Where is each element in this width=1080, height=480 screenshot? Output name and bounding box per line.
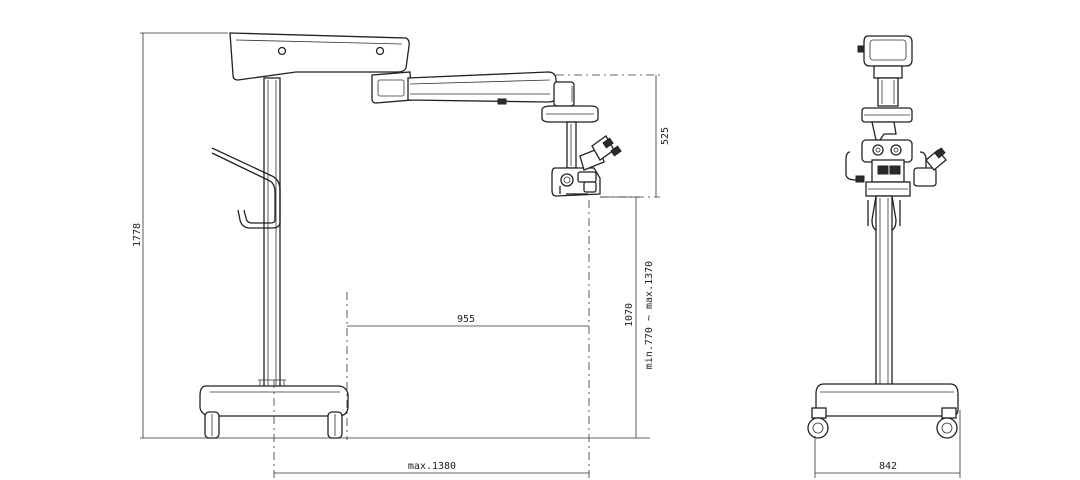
front-dimensions: 842 xyxy=(814,410,961,478)
side-horizontal-arm xyxy=(407,71,557,105)
dim-working-height: 1070 xyxy=(624,303,635,327)
front-base xyxy=(815,383,959,417)
side-caster-right xyxy=(327,411,343,439)
knob-icon xyxy=(375,46,385,56)
front-caster-right xyxy=(936,407,958,439)
dim-max-reach: max.1380 xyxy=(408,461,456,472)
side-arm-head xyxy=(541,81,599,123)
front-arm-head xyxy=(861,107,913,141)
front-microscope xyxy=(845,139,947,197)
side-top-housing xyxy=(229,32,410,81)
dim-total-height: 1778 xyxy=(132,223,143,247)
side-view xyxy=(140,32,660,478)
dim-arm-reach: 955 xyxy=(457,314,475,325)
dim-height-range: min.770 ~ max.1370 xyxy=(644,261,655,369)
side-microscope xyxy=(551,121,622,197)
side-caster-left xyxy=(204,411,220,439)
side-column xyxy=(263,77,281,389)
front-top-housing xyxy=(857,35,913,107)
dim-arm-drop: 525 xyxy=(660,127,671,145)
side-dimensions: 1778 525 1070 min.770 ~ max.1370 955 max… xyxy=(132,32,671,474)
knob-icon xyxy=(277,46,287,56)
front-caster-left xyxy=(807,407,829,439)
front-view xyxy=(807,35,959,439)
cable-hook xyxy=(211,147,281,229)
front-column xyxy=(867,195,901,387)
dim-base-width: 842 xyxy=(879,461,897,472)
